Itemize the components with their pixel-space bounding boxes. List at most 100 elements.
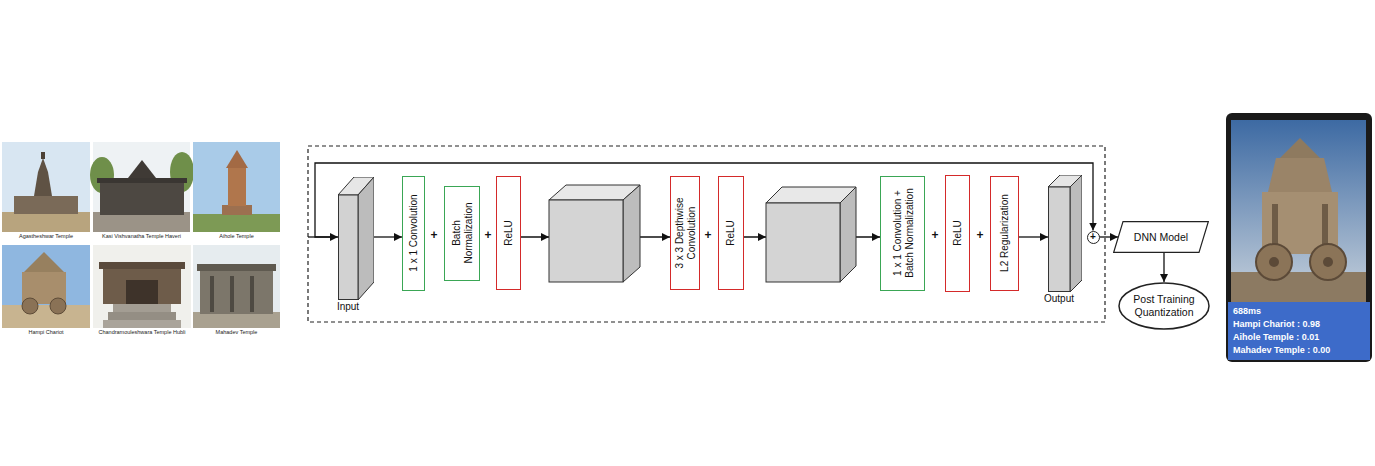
temple-photo (34, 158, 52, 196)
phone-screenshot (1310, 244, 1346, 280)
temple-photo (226, 150, 248, 168)
feature-map-cube (758, 233, 766, 241)
temple-photo (50, 298, 66, 314)
node-text: DNN Model (1134, 231, 1188, 244)
temple-photo (2, 142, 90, 232)
layer-box: 1 x 1 Convolution (402, 176, 425, 291)
node-text: Hampi Chariot : 0.98 (1233, 318, 1365, 331)
node-text: 688ms (1233, 305, 1365, 318)
temple-photo (193, 142, 280, 232)
plus-sign: + (931, 229, 938, 241)
temple-photo (41, 152, 45, 159)
tensor-slab: Input (338, 177, 374, 315)
temple-photo (22, 298, 38, 314)
temple-photo (2, 245, 90, 328)
temple-photo (113, 304, 171, 312)
layer-box: ReLU (718, 176, 744, 290)
block-boundary (308, 146, 1105, 322)
flow-arrow (315, 163, 1093, 237)
parallelogram-outline (1114, 222, 1209, 253)
temple-photo (197, 264, 276, 271)
temple-photo (193, 245, 280, 328)
tensor-slab: Output (1048, 175, 1082, 307)
node-text: 1 x 1 Convolution + Batch Normalization (891, 181, 914, 286)
feature-map-cube (766, 203, 840, 282)
temple-photo (93, 245, 191, 328)
temple-photo (193, 142, 280, 232)
photo-caption: Chandramouleshwara Temple Hubli (93, 330, 191, 336)
add-circle: + (1087, 231, 1100, 244)
process-ellipse: Post Training Quantization (1118, 282, 1210, 330)
slab-face (1070, 175, 1082, 292)
tensor-slab-outline (1048, 175, 1082, 292)
temple-photo (210, 276, 214, 312)
feature-map-cube (758, 187, 856, 282)
temple-photo (193, 312, 280, 328)
phone-screenshot (1231, 120, 1366, 302)
phone-screenshot (1269, 257, 1279, 267)
ellipse-outline (1119, 283, 1209, 329)
flow-arrow (1019, 236, 1048, 237)
flow-arrow (374, 236, 402, 237)
temple-photo (222, 205, 252, 215)
temple-photo (250, 276, 254, 312)
plus-sign: + (976, 229, 983, 241)
node-text: 3 x 3 Depthwise Convolution (674, 181, 697, 285)
node-text: Output (1044, 293, 1074, 304)
photo-caption: Hampi Chariot (2, 330, 90, 336)
input-arrow (308, 236, 331, 237)
photo-caption: Aihole Temple (193, 234, 280, 240)
photo-caption: Agastheshwar Temple (2, 234, 90, 240)
temple-photo (99, 262, 185, 269)
phone-screenshot (1323, 257, 1333, 267)
temple-photo (128, 160, 156, 178)
temple-photo (2, 212, 90, 232)
layer-box: 1 x 1 Convolution + Batch Normalization (880, 176, 925, 291)
slab-face (1049, 187, 1071, 292)
temple-photo (93, 245, 191, 328)
photo-caption: Kasi Vishvanatha Temple Haveri (93, 234, 190, 240)
node-text: Mahadev Temple : 0.00 (1233, 344, 1365, 357)
phone-screenshot (1268, 158, 1332, 192)
feature-map-cube (549, 200, 623, 282)
node-text: Batch Normalization (451, 191, 474, 276)
node-text: L2 Regularization (999, 181, 1011, 286)
flow-arrow (1163, 253, 1164, 282)
node-text: Aihole Temple : 0.01 (1233, 331, 1365, 344)
temple-photo (103, 268, 181, 304)
layer-box: ReLU (945, 175, 970, 292)
node-text: ReLU (503, 181, 515, 285)
feature-map-cube (623, 185, 640, 282)
temple-photo (193, 214, 280, 232)
layer-box: Batch Normalization (444, 186, 480, 281)
temple-photo (200, 270, 273, 314)
feature-map-cube (840, 187, 856, 282)
temple-photo (193, 245, 280, 328)
temple-photo (14, 196, 78, 214)
tensor-slab-outline (338, 177, 374, 300)
feature-map-cube (541, 185, 640, 282)
temple-photo (2, 305, 90, 328)
temple-photo (2, 245, 90, 328)
feature-map-cube (541, 233, 549, 241)
layer-box: 3 x 3 Depthwise Convolution (670, 176, 700, 290)
input-arrow (308, 233, 338, 241)
temple-photo (2, 142, 90, 232)
node-text: ReLU (725, 181, 737, 285)
prediction-panel: 688msHampi Chariot : 0.98Aihole Temple :… (1228, 302, 1370, 360)
temple-photo (90, 142, 194, 232)
plus-sign: + (430, 229, 437, 241)
temple-photo (100, 182, 184, 215)
phone-screenshot (1231, 272, 1366, 302)
node-text: + (1090, 232, 1096, 242)
temple-photo (103, 320, 181, 328)
temple-photo (24, 252, 64, 272)
plus-sign: + (484, 229, 491, 241)
node-text: ReLU (952, 180, 964, 287)
slab-face (358, 177, 374, 300)
layer-box: ReLU (496, 176, 521, 290)
phone-screenshot (1226, 113, 1372, 362)
temple-photo (97, 178, 187, 183)
slab-face (339, 195, 359, 300)
